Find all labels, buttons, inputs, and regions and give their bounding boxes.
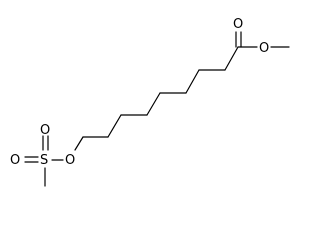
sulfonyl-oxygen-left-label: O bbox=[10, 153, 20, 168]
mesylate-group: O S O O bbox=[10, 123, 75, 187]
chain-bond-8 bbox=[74, 136, 84, 151]
sulfonyl-oxygen-bottom-label: O bbox=[40, 123, 50, 138]
sulfur-label: S bbox=[40, 153, 48, 168]
chain-bond-6 bbox=[107, 114, 122, 138]
bond-carbonyl-c-alpha-c bbox=[224, 46, 239, 71]
ester-oxygen-label: O bbox=[259, 41, 269, 56]
ester-group: O O bbox=[224, 17, 290, 71]
sulfonate-oxygen-label: O bbox=[65, 153, 75, 168]
chemical-structure: O O O S O O bbox=[10, 17, 290, 187]
chain-bond-2 bbox=[185, 69, 200, 94]
carbonyl-oxygen-label: O bbox=[233, 17, 243, 32]
alkyl-chain bbox=[74, 69, 226, 151]
chain-bond-4 bbox=[146, 92, 161, 116]
